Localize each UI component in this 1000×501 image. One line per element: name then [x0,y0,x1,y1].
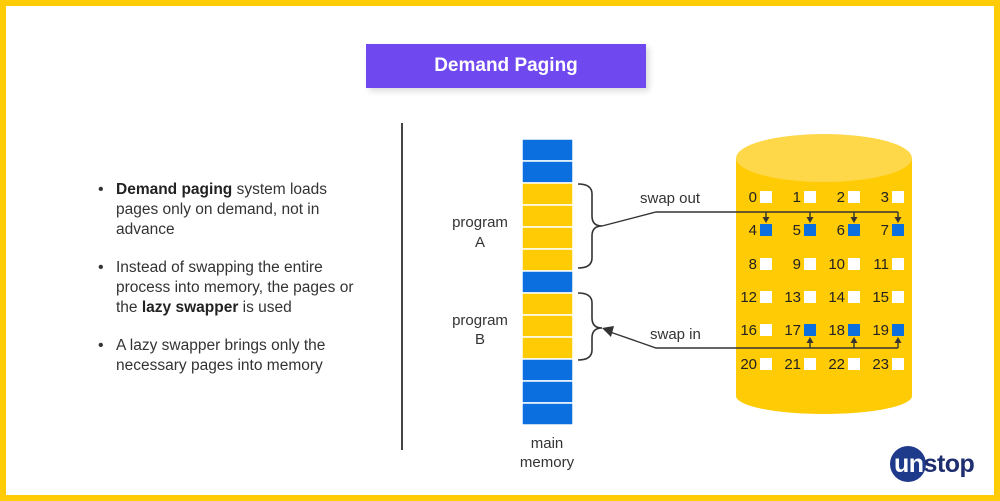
memory-block [521,358,574,382]
disk-page-empty [848,191,860,203]
program-b-label: B [475,331,485,348]
disk-page-number: 10 [828,256,845,273]
bullet-item: Demand paging system loads pages only on… [98,180,368,240]
bullet-bold-term: lazy swapper [141,299,239,316]
swap-in-arrow [609,331,898,349]
disk-page-number: 6 [837,222,845,239]
page-title: Demand Paging [366,44,646,88]
disk-page-number: 23 [872,356,889,373]
logo-text: unstop [894,449,975,478]
disk-page-empty [804,191,816,203]
bullet-item: A lazy swapper brings only the necessary… [98,336,368,376]
disk-page-number: 20 [740,356,757,373]
memory-block [521,248,574,272]
main-memory-label: main [531,435,564,452]
program-a-brace [577,183,603,269]
disk-page-number: 4 [749,222,757,239]
disk-page-loaded [804,324,816,336]
swap-out-arrowhead [762,217,770,223]
main-memory-column [521,138,574,426]
bullet-item: Instead of swapping the entire process i… [98,258,368,318]
disk-page-number: 7 [881,222,889,239]
page-transfer-arrows [762,212,902,348]
disk-page-empty [892,358,904,370]
disk-page-number: 16 [740,322,757,339]
program-b-label: program [452,312,508,329]
logo-circle [890,446,926,482]
swap-in-arrowhead [806,337,814,343]
disk-page-number: 17 [784,322,801,339]
program-a-label: A [475,234,485,251]
memory-block [521,270,574,294]
bullet-list: Demand paging system loads pages only on… [98,180,368,394]
disk-page-empty [760,191,772,203]
disk-page-number: 19 [872,322,889,339]
disk-page-empty [848,358,860,370]
main-memory-label: memory [520,454,575,471]
disk-page-number: 3 [881,189,889,206]
memory-block [521,182,574,206]
disk-page-empty [804,258,816,270]
memory-block [521,226,574,250]
swap-out-arrowhead [806,217,814,223]
unstop-logo: unstop [890,445,975,483]
disk-page-number: 22 [828,356,845,373]
disk-page-empty [760,258,772,270]
disk-page-number: 11 [873,256,889,273]
disk-page-number: 5 [793,222,801,239]
disk-page-loaded [760,224,772,236]
disk-page-empty [804,291,816,303]
disk-page-number: 12 [740,289,757,306]
disk-page-empty [760,324,772,336]
swap-in-arrowhead [602,326,614,337]
disk-page-empty [760,358,772,370]
swap-in-arrowhead [894,337,902,343]
disk-page-loaded [804,224,816,236]
disk-page-number: 0 [749,189,757,206]
disk-page-number: 9 [793,256,801,273]
swap-in-label: swap in [650,326,701,343]
disk-page-empty [848,291,860,303]
disk-page-number: 14 [828,289,845,306]
disk-page-empty [892,291,904,303]
disk-page-empty [760,291,772,303]
disk-page-number: 15 [872,289,889,306]
memory-block [521,402,574,426]
swap-out-label: swap out [640,190,701,207]
program-a-label: program [452,214,508,231]
disk-page-empty [892,191,904,203]
disk-page-loaded [848,324,860,336]
disk-page-loaded [892,324,904,336]
disk-page-number: 18 [828,322,845,339]
section-divider [401,123,403,450]
disk-page-empty [804,358,816,370]
disk-page-number: 1 [793,189,801,206]
memory-block [521,160,574,184]
memory-block [521,292,574,316]
bullet-bold-term: Demand paging [116,181,233,198]
disk-page-empty [848,258,860,270]
memory-block [521,314,574,338]
disk-page-number: 13 [784,289,801,306]
disk-page-loaded [892,224,904,236]
program-b-brace [577,292,603,361]
memory-block [521,336,574,360]
disk-page-number: 21 [784,356,801,373]
disk-page-number: 2 [837,189,845,206]
swap-in-arrowhead [850,337,858,343]
disk-page-empty [892,258,904,270]
disk-page-loaded [848,224,860,236]
disk-page-number: 8 [749,256,757,273]
swap-out-arrowhead [850,217,858,223]
memory-block [521,204,574,228]
memory-block [521,380,574,404]
swap-out-arrowhead [894,217,902,223]
memory-block [521,138,574,162]
swap-out-arrow [601,211,898,227]
